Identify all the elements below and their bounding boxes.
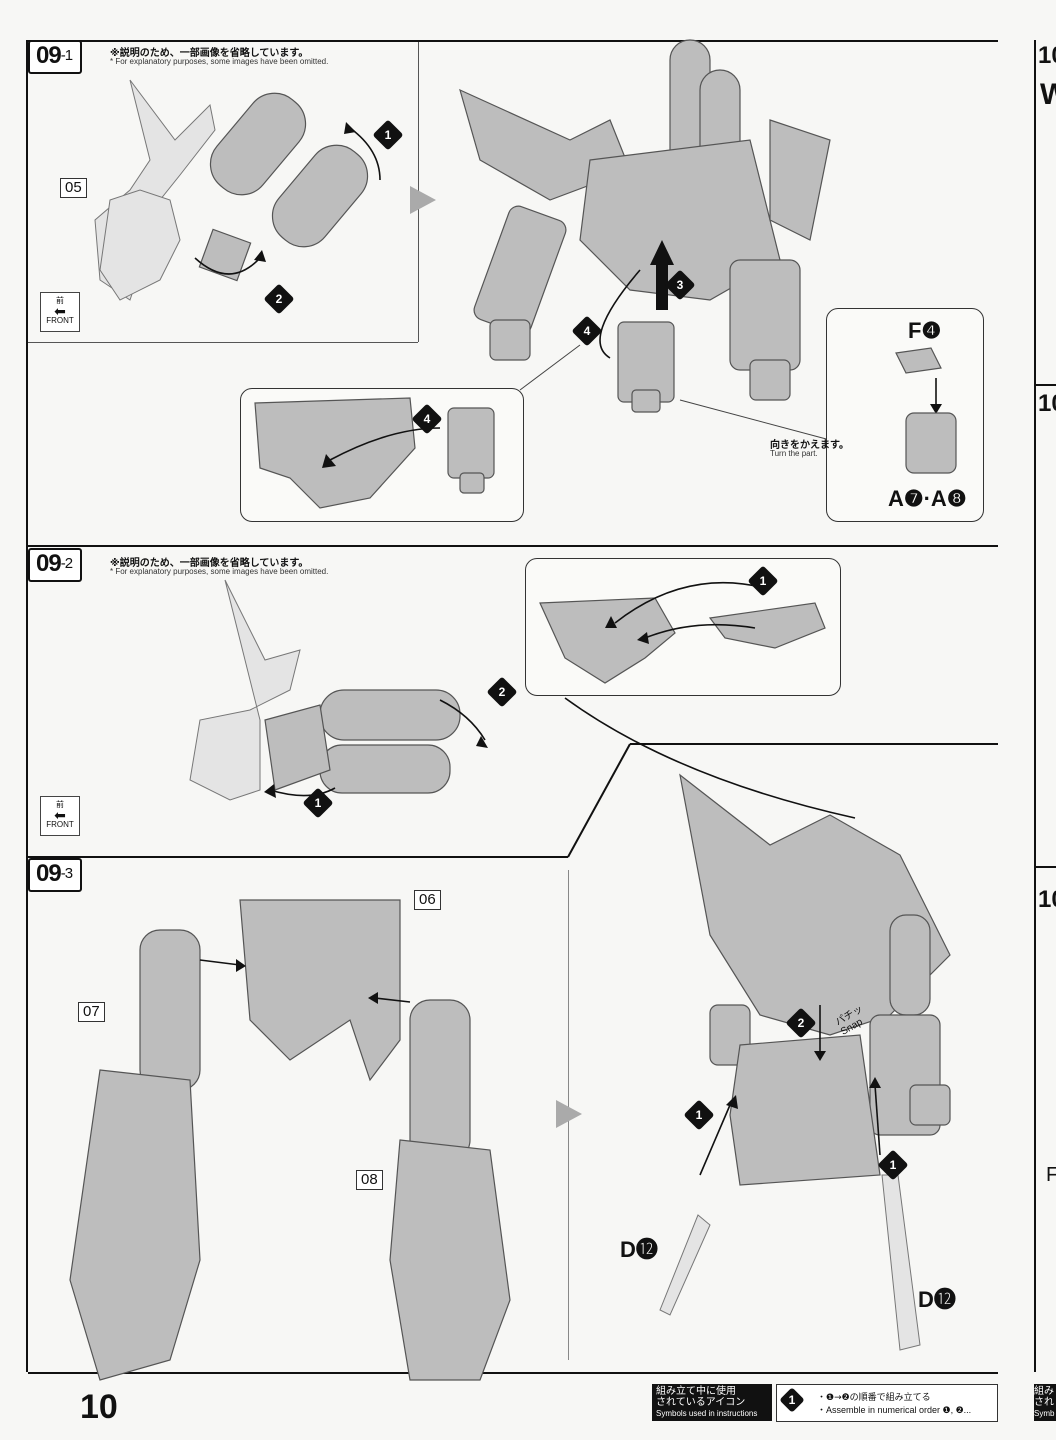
step-09-1-note-en: * For explanatory purposes, some images … (110, 57, 329, 66)
next-page-f-letter: F (1046, 1164, 1056, 1186)
footer-symbols-box: 組み立て中に使用されているアイコン Symbols used in instru… (652, 1384, 772, 1421)
arrow-left-icon: ⬅ (54, 303, 66, 319)
arrow-left-icon: ⬅ (54, 807, 66, 823)
step-09-1-badge: 09-1 (28, 40, 83, 74)
skirt-legs-drawing (69, 899, 511, 1381)
next-step-triangle (410, 186, 436, 214)
frame-divider-2 (28, 856, 568, 858)
step3-num-1-right: 1 (877, 1149, 909, 1181)
front-indicator-2: 前⬅FRONT (40, 796, 80, 836)
assembled-robot-drawing (659, 773, 951, 1351)
backpack-part-drawing (94, 79, 381, 301)
next-step-triangle-2 (556, 1100, 582, 1128)
label-d12-left: D⓬ (620, 1237, 658, 1262)
frame-divider-1 (28, 545, 998, 547)
inset-1-drawing (254, 397, 495, 509)
legend-num-icon: 1 (779, 1387, 805, 1413)
robot-body-drawing (459, 39, 831, 413)
step2-num-2: 2 (486, 676, 518, 708)
next-page-step-badge-3: 10 (1038, 886, 1056, 913)
step2-num-1: 1 (302, 787, 334, 819)
callout-head-parts (826, 308, 984, 522)
backpack-fold-drawing (189, 579, 488, 801)
frame-bottom-line (28, 1372, 998, 1374)
step-09-3-badge: 09-3 (28, 858, 83, 892)
next-page-div-2 (1034, 866, 1056, 868)
step3-num-2: 2 (785, 1007, 817, 1039)
turn-part-en: Turn the part. (770, 449, 818, 458)
next-page-step-badge: 10 (1038, 42, 1056, 69)
step-09-2-badge: 09-2 (28, 548, 83, 582)
next-page-step-badge-2: 10 (1038, 390, 1056, 417)
step-09-1-note-jp: ※説明のため、一部画像を省略しています。 (110, 48, 309, 59)
part-tag-06: 06 (414, 890, 441, 910)
step1-inner-hline (28, 342, 418, 343)
part-tag-07: 07 (78, 1002, 105, 1022)
frame-left-line (26, 40, 28, 1372)
footer-legend: 1 ・❶→❷の順番で組み立てる ・Assemble in numerical o… (776, 1384, 998, 1422)
head-parts-drawing (895, 347, 957, 474)
callout-leaders (519, 344, 831, 441)
next-page-left-line (1034, 40, 1036, 1372)
label-f4: F❹ (908, 318, 942, 343)
turn-part-jp: 向きをかえます。 (770, 440, 849, 451)
frame-divider-3 (630, 743, 998, 745)
frame-top-line (28, 40, 998, 42)
front-indicator: 前⬅FRONT (40, 292, 80, 332)
next-page-letter: W (1040, 78, 1056, 111)
label-a7-a8: A❼·A❽ (888, 486, 967, 511)
step-09-2-note-jp: ※説明のため、一部画像を省略しています。 (110, 558, 309, 569)
step-number: 09 (36, 42, 62, 69)
step-sub: -1 (60, 47, 73, 64)
label-d12-right: D⓬ (918, 1287, 956, 1312)
inset-2-num-1: 1 (747, 565, 779, 597)
next-page-footer-frag: 組み され Symb (1034, 1384, 1056, 1421)
next-page-div-1 (1034, 384, 1056, 386)
inset-2-drawing (539, 581, 856, 819)
part-tag-05: 05 (60, 178, 87, 198)
part-tag-08: 08 (356, 1170, 383, 1190)
step3-num-1-left: 1 (683, 1099, 715, 1131)
page-number: 10 (80, 1388, 118, 1426)
step-09-2-note-en: * For explanatory purposes, some images … (110, 567, 329, 576)
